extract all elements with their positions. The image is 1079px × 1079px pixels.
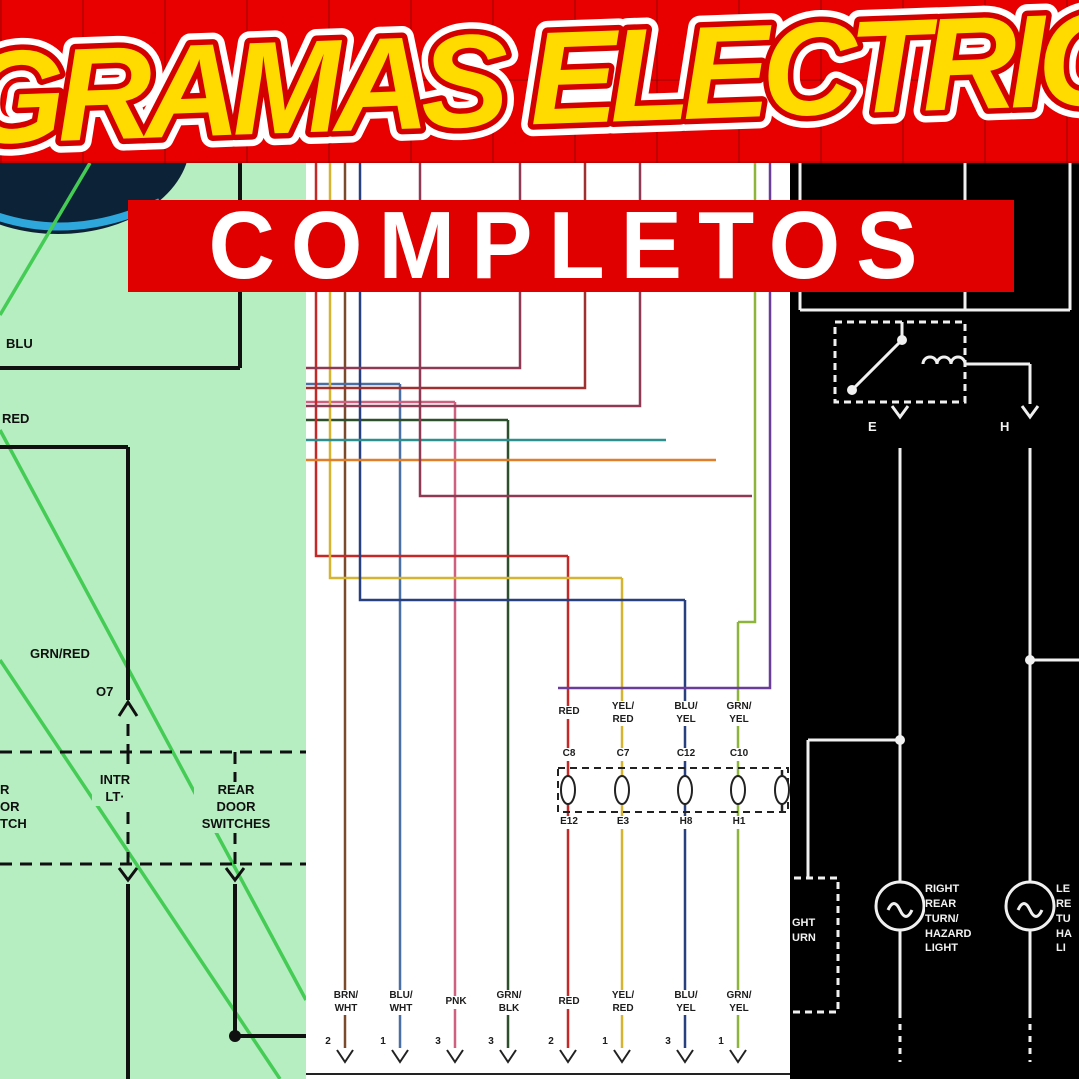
connector-pin-label: C8 (546, 748, 592, 761)
connector-pin-label: E3 (600, 816, 646, 829)
wire-label: BLU/ YEL (663, 990, 709, 1015)
right-circuit-art (790, 163, 1079, 1062)
connector-pin-label: C10 (716, 748, 762, 761)
colored-wires (306, 150, 772, 1048)
connector-pin-h-label: H (1000, 418, 1010, 436)
right-rear-turn-lamp-label: RIGHT REAR TURN/ HAZARD LIGHT (925, 882, 972, 957)
bottom-pin-arrows (306, 1049, 790, 1075)
turn-switch-label-clipped: GHT URN (792, 916, 816, 946)
wire-label: GRN/ BLK (486, 990, 532, 1015)
left-rear-turn-lamp-label-clipped: LE RE TU HA LI (1056, 882, 1072, 957)
connector-label-o7: O7 (96, 684, 114, 701)
junction-dot (895, 735, 905, 745)
pin-number: 1 (596, 1036, 614, 1049)
subtitle-banner: COMPLETOS (128, 192, 1014, 299)
wire-label: GRN/ YEL (716, 701, 762, 726)
wire-label: BRN/ WHT (323, 990, 369, 1015)
wire-label: RED (546, 706, 592, 719)
wire-label: YEL/ RED (600, 701, 646, 726)
wire-label: YEL/ RED (600, 990, 646, 1015)
junction-dot (229, 1030, 241, 1042)
pin-number: 2 (542, 1036, 560, 1049)
middle-diagram-panel (306, 0, 790, 1079)
wire-label: PNK (433, 996, 479, 1009)
wire-label: BLU/ WHT (378, 990, 424, 1015)
connector-pin-label: H8 (663, 816, 709, 829)
connector-pin-e-label: E (868, 418, 877, 436)
connector-arrows (117, 699, 246, 883)
wire-label: BLU/ YEL (663, 701, 709, 726)
wire-label: GRN/ YEL (716, 990, 762, 1015)
wire-label: RED (546, 996, 592, 1009)
pin-number: 1 (374, 1036, 392, 1049)
junction-dot (1025, 655, 1035, 665)
switch-dashed-lines (0, 724, 306, 866)
title-text: GRAMAS ELECTRIC (0, 0, 1079, 163)
lamp-symbols (874, 880, 1056, 932)
clipped-switch-label: R OR TCH (0, 782, 27, 833)
intr-lt-label: INTR LT· (92, 772, 138, 806)
connector-pin-label: H1 (716, 816, 762, 829)
rear-door-switches-label: REAR DOOR SWITCHES (194, 782, 278, 833)
inline-connector (557, 767, 790, 813)
top-banner: GRAMAS ELECTRIC GRAMAS ELECTRIC GRAMAS E… (0, 0, 1079, 184)
pin-number: 2 (319, 1036, 337, 1049)
middle-circuit-art (306, 150, 790, 1075)
pin-number: 3 (659, 1036, 677, 1049)
right-wires (806, 405, 1079, 1062)
connector-pin-label: C12 (663, 748, 709, 761)
wire-label-grn-red: GRN/RED (30, 646, 90, 663)
pin-number: 1 (712, 1036, 730, 1049)
pin-number: 3 (482, 1036, 500, 1049)
wire-label-blu: BLU (6, 336, 33, 353)
pin-number: 3 (429, 1036, 447, 1049)
wire-label-red: RED (2, 411, 30, 428)
connector-pin-label: C7 (600, 748, 646, 761)
relay-symbol (833, 320, 1032, 404)
subtitle-text: COMPLETOS (208, 192, 934, 299)
connector-pin-label: E12 (546, 816, 592, 829)
title-art: GRAMAS ELECTRIC GRAMAS ELECTRIC GRAMAS E… (0, 0, 1079, 184)
turn-switch-dashed-box (790, 876, 840, 1014)
